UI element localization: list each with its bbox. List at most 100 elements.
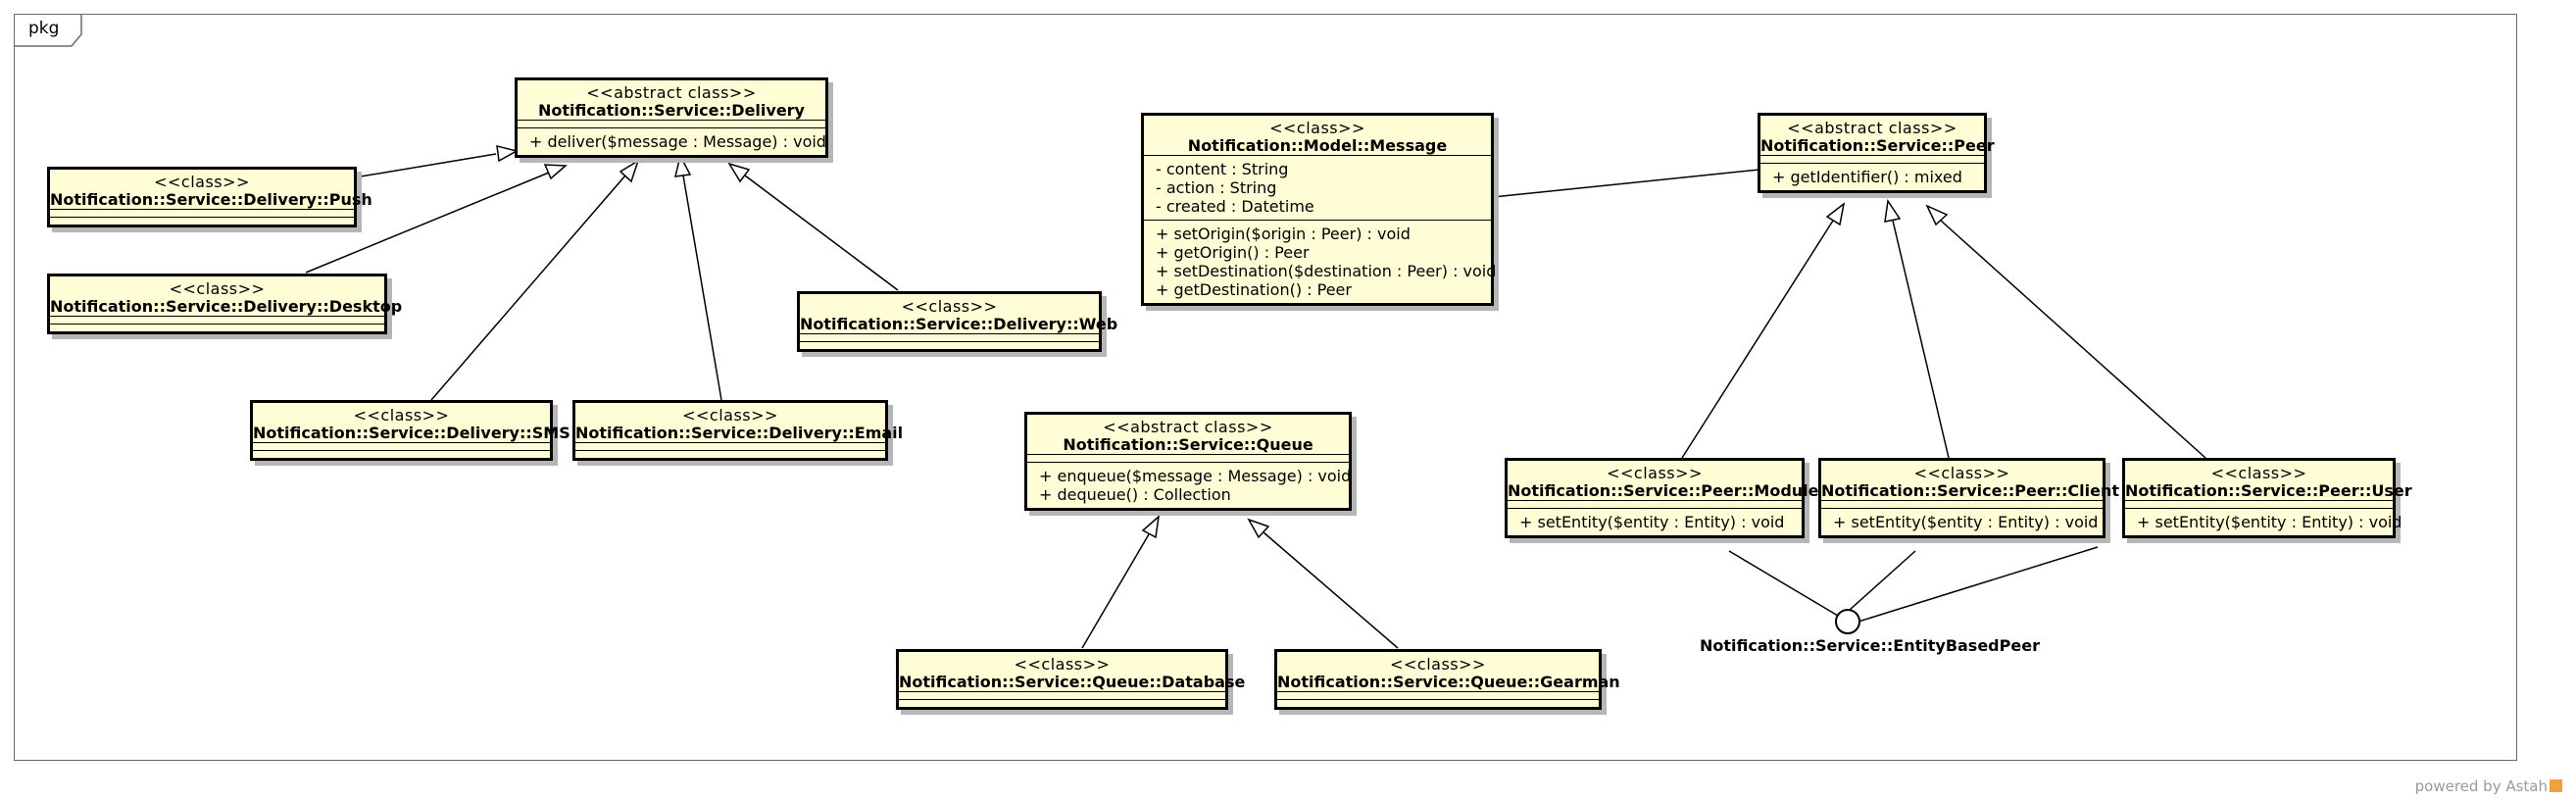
realization-user <box>1858 546 2099 623</box>
attributes-compartment <box>899 691 1225 699</box>
methods-compartment <box>50 324 384 331</box>
watermark: powered by Astah <box>2415 777 2562 795</box>
class-name: Notification::Service::Delivery::Email <box>575 424 904 442</box>
attributes-compartment <box>575 442 885 450</box>
realization-client <box>1840 550 1916 619</box>
generalization-desktop <box>305 172 550 274</box>
method: + setEntity($entity : Entity) : void <box>1833 513 2099 531</box>
watermark-text: powered by Astah <box>2414 777 2548 795</box>
arrowhead-user <box>1925 204 1949 226</box>
class-gearman[interactable]: <<class>> Notification::Service::Queue::… <box>1274 649 1620 710</box>
class-name: Notification::Service::Peer::Module <box>1508 481 1819 500</box>
arrowhead-database <box>1141 515 1161 539</box>
package-tab <box>15 15 82 47</box>
attributes-compartment: - content : String - action : String - c… <box>1144 155 1491 220</box>
generalization-email <box>682 175 722 401</box>
class-stereotype: <<class>> <box>1607 464 1703 482</box>
generalization-client <box>1892 220 1950 459</box>
arrowhead-email <box>674 153 692 177</box>
class-stereotype: <<abstract class>> <box>1103 418 1273 436</box>
class-push[interactable]: <<class>> Notification::Service::Deliver… <box>47 167 372 227</box>
method: + dequeue() : Collection <box>1039 485 1231 504</box>
methods-compartment: + enqueue($message : Message) : void + d… <box>1027 462 1352 508</box>
class-stereotype: <<class>> <box>1269 119 1365 137</box>
attributes-compartment <box>518 120 825 127</box>
interface-name: Notification::Service::EntityBasedPeer <box>1700 636 2040 655</box>
generalization-web <box>744 175 899 291</box>
class-name: Notification::Service::Delivery::Desktop <box>50 297 403 316</box>
class-name: Notification::Service::Queue::Gearman <box>1277 673 1620 691</box>
class-name: Notification::Service::Queue::Database <box>899 673 1246 691</box>
attribute: - created : Datetime <box>1156 197 1314 216</box>
class-email[interactable]: <<class>> Notification::Service::Deliver… <box>572 400 904 461</box>
methods-compartment: + setEntity($entity : Entity) : void <box>1821 508 2103 535</box>
class-user[interactable]: <<class>> Notification::Service::Peer::U… <box>2122 458 2412 538</box>
method: + setOrigin($origin : Peer) : void <box>1156 225 1411 243</box>
interface-circle-icon[interactable] <box>1835 609 1860 634</box>
class-message[interactable]: <<class>> Notification::Model::Message -… <box>1141 113 1496 306</box>
attributes-compartment <box>50 209 354 217</box>
method: + setEntity($entity : Entity) : void <box>2137 513 2403 531</box>
methods-compartment <box>50 217 354 225</box>
method: + getOrigin() : Peer <box>1156 243 1310 262</box>
class-sms[interactable]: <<class>> Notification::Service::Deliver… <box>250 400 570 461</box>
class-stereotype: <<abstract class>> <box>586 83 757 102</box>
attributes-compartment <box>253 442 550 450</box>
class-name: Notification::Model::Message <box>1187 136 1448 155</box>
astah-logo-icon <box>2550 779 2562 792</box>
generalization-sms <box>430 175 626 401</box>
class-name: Notification::Service::Delivery::Web <box>800 315 1118 333</box>
generalization-database <box>1081 533 1150 649</box>
class-stereotype: <<class>> <box>154 173 250 191</box>
class-queue[interactable]: <<abstract class>> Notification::Service… <box>1024 412 1352 511</box>
class-name: Notification::Service::Peer::Client <box>1821 481 2119 500</box>
generalization-push <box>354 153 497 178</box>
class-delivery[interactable]: <<abstract class>> Notification::Service… <box>515 77 828 158</box>
methods-compartment <box>899 699 1225 707</box>
methods-compartment: + deliver($message : Message) : void <box>518 127 826 155</box>
association-message-peer <box>1492 169 1760 198</box>
attributes-compartment <box>1821 500 2103 508</box>
method: + deliver($message : Message) : void <box>529 132 826 151</box>
class-stereotype: <<class>> <box>2210 464 2307 482</box>
class-name: Notification::Service::Peer <box>1760 136 1995 155</box>
class-web[interactable]: <<class>> Notification::Service::Deliver… <box>797 291 1118 352</box>
methods-compartment: + getIdentifier() : mixed <box>1760 163 1984 190</box>
attribute: - content : String <box>1156 160 1289 178</box>
methods-compartment: + setOrigin($origin : Peer) : void + get… <box>1144 220 1496 303</box>
generalization-user <box>1940 220 2206 459</box>
class-peer[interactable]: <<abstract class>> Notification::Service… <box>1758 113 1995 193</box>
method: + getIdentifier() : mixed <box>1772 168 1962 186</box>
class-desktop[interactable]: <<class>> Notification::Service::Deliver… <box>47 274 403 334</box>
realization-module <box>1728 550 1839 617</box>
method: + setEntity($entity : Entity) : void <box>1519 513 1785 531</box>
arrowhead-web <box>727 162 751 183</box>
generalization-gearman <box>1263 531 1399 649</box>
method: + enqueue($message : Message) : void <box>1039 467 1352 485</box>
package-frame: pkg <box>14 14 2517 761</box>
attributes-compartment <box>50 316 384 324</box>
methods-compartment <box>800 341 1099 349</box>
methods-compartment <box>1277 699 1599 707</box>
attributes-compartment <box>1277 691 1599 699</box>
class-stereotype: <<class>> <box>682 406 778 425</box>
class-name: Notification::Service::Queue <box>1063 435 1313 454</box>
class-stereotype: <<class>> <box>1913 464 2010 482</box>
attribute: - action : String <box>1156 178 1277 197</box>
arrowhead-desktop <box>543 164 568 180</box>
attributes-compartment <box>800 333 1099 341</box>
attributes-compartment <box>1760 155 1984 163</box>
arrowhead-sms <box>619 159 640 183</box>
method: + getDestination() : Peer <box>1156 280 1352 299</box>
attributes-compartment <box>1027 454 1349 462</box>
class-name: Notification::Service::Delivery::SMS <box>253 424 570 442</box>
class-stereotype: <<class>> <box>1390 655 1486 674</box>
class-database[interactable]: <<class>> Notification::Service::Queue::… <box>896 649 1246 710</box>
arrowhead-module <box>1825 202 1846 226</box>
class-client[interactable]: <<class>> Notification::Service::Peer::C… <box>1818 458 2119 538</box>
class-module[interactable]: <<class>> Notification::Service::Peer::M… <box>1505 458 1819 538</box>
class-stereotype: <<abstract class>> <box>1787 119 1957 137</box>
methods-compartment <box>253 450 550 458</box>
methods-compartment: + setEntity($entity : Entity) : void <box>2125 508 2403 535</box>
